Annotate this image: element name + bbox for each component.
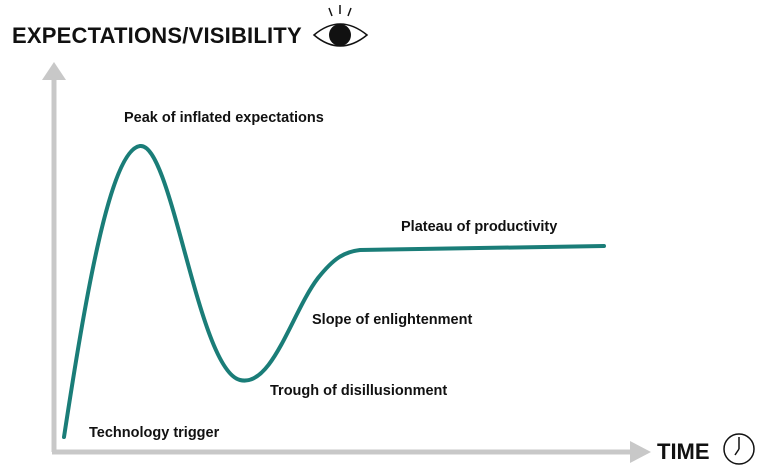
phase-label-plateau: Plateau of productivity (401, 219, 558, 235)
hype-curve (62, 144, 606, 439)
clock-icon (719, 431, 759, 472)
x-axis-label: TIME (657, 439, 710, 464)
x-axis-arrow (630, 441, 651, 463)
eye-icon (311, 4, 371, 55)
phase-label-trough: Trough of disillusionment (270, 383, 448, 399)
phase-label-peak: Peak of inflated expectations (124, 110, 324, 126)
y-axis-label: EXPECTATIONS/VISIBILITY (12, 23, 302, 48)
phase-label-technology-trigger: Technology trigger (89, 425, 220, 441)
y-axis-arrow (42, 62, 66, 80)
phase-label-slope: Slope of enlightenment (312, 312, 473, 328)
